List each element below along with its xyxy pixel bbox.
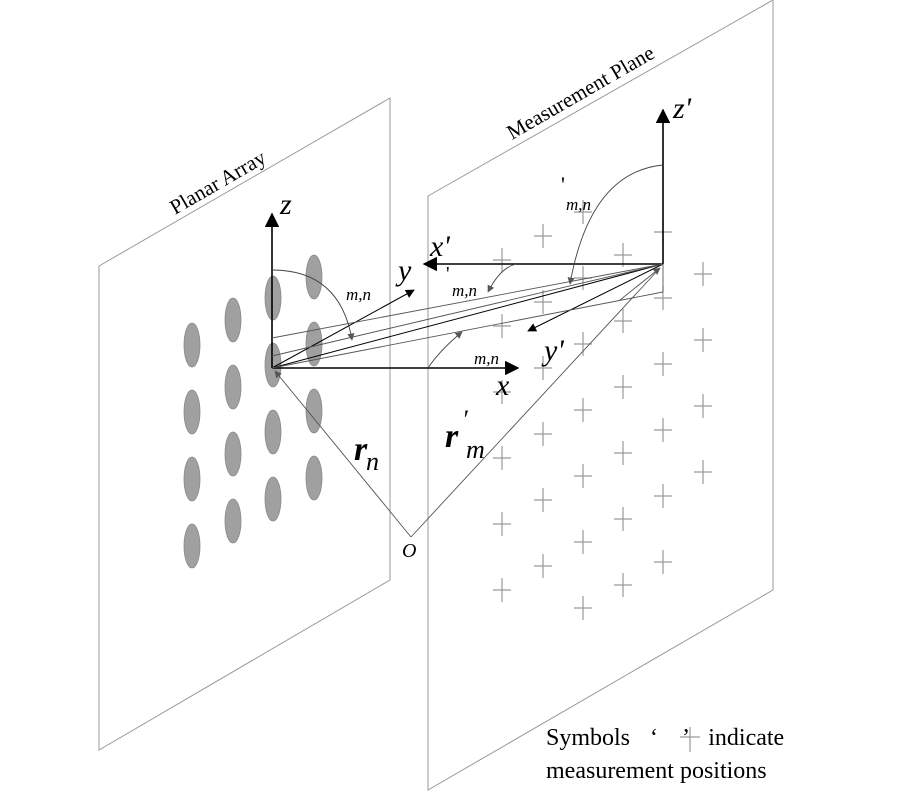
measurement-cross	[614, 441, 632, 465]
vector-rm-prime	[410, 267, 661, 538]
vector-rm-subscript: m	[466, 435, 485, 464]
measurement-cross	[574, 464, 592, 488]
planar-array-label: Planar Array	[166, 145, 271, 219]
measurement-cross	[694, 394, 712, 418]
measurement-cross	[493, 380, 511, 404]
y-prime-axis-label: y'	[541, 334, 564, 367]
array-element	[183, 523, 201, 569]
alpha-label: m,n	[474, 349, 499, 368]
parallel-line-lower	[271, 291, 664, 369]
caption-cross-icon	[680, 727, 700, 752]
vector-rn	[274, 370, 412, 538]
measurement-cross	[654, 352, 672, 376]
parallel-line-upper	[271, 263, 664, 339]
theta-angle-arc	[271, 269, 355, 341]
array-element	[183, 322, 201, 368]
array-element	[305, 254, 323, 300]
array-elements	[183, 254, 323, 569]
measurement-cross	[574, 530, 592, 554]
measurement-cross	[493, 314, 511, 338]
measurement-cross	[574, 200, 592, 224]
vector-rm-prime-mark: ′	[462, 405, 468, 434]
theta-prime-mark: '	[561, 172, 565, 197]
x-axis-label: x	[495, 369, 510, 402]
caption-open-quote: ‘	[650, 725, 658, 751]
caption-line-1: Symbols ‘ ’ indicate	[546, 725, 784, 751]
measurement-cross	[534, 356, 552, 380]
phi-prime-angle-arc	[487, 263, 517, 293]
measurement-cross	[574, 332, 592, 356]
measurement-cross	[493, 578, 511, 602]
measurement-cross	[493, 512, 511, 536]
y-axis	[271, 289, 415, 369]
array-element	[305, 455, 323, 501]
array-element	[183, 456, 201, 502]
x-prime-axis-label: x'	[429, 230, 450, 263]
measurement-cross	[614, 507, 632, 531]
alpha-angle-arc	[427, 331, 463, 369]
array-element	[264, 342, 282, 388]
theta-prime-angle-arc	[567, 164, 664, 285]
measurement-cross	[614, 243, 632, 267]
caption-indicate-text: indicate	[708, 725, 784, 751]
theta-prime-label: m,n	[566, 195, 591, 214]
measurement-plane-label: Measurement Plane	[503, 40, 659, 144]
vector-rn-subscript: n	[366, 447, 379, 476]
origin-label: O	[402, 540, 416, 562]
array-element	[183, 389, 201, 435]
planar-array-plane	[98, 97, 391, 751]
measurement-cross	[694, 262, 712, 286]
measurement-cross	[574, 398, 592, 422]
phi-prime-label: m,n	[452, 281, 477, 300]
measurement-cross	[534, 422, 552, 446]
measurement-cross	[614, 309, 632, 333]
caption-line-2: measurement positions	[546, 758, 767, 784]
vector-rm-label: r	[445, 418, 459, 455]
measurement-cross	[614, 573, 632, 597]
y-prime-axis	[527, 263, 664, 332]
measurement-plane	[427, 0, 774, 791]
measurement-cross	[614, 375, 632, 399]
z-axis-label: z	[279, 188, 292, 221]
measurement-cross	[694, 328, 712, 352]
y-axis-label: y	[395, 254, 412, 287]
probe-to-element-line	[271, 263, 664, 357]
measurement-cross	[534, 554, 552, 578]
measurement-cross	[534, 224, 552, 248]
array-element	[224, 498, 242, 544]
z-prime-axis-label: z'	[672, 92, 692, 125]
measurement-cross	[493, 248, 511, 272]
measurement-cross	[534, 488, 552, 512]
array-element	[264, 275, 282, 321]
measurement-cross	[654, 484, 672, 508]
theta-label: m,n	[346, 285, 371, 304]
array-element	[224, 364, 242, 410]
vector-rn-label: r	[354, 431, 368, 468]
measurement-positions	[493, 200, 712, 620]
array-element	[224, 431, 242, 477]
measurement-cross	[694, 460, 712, 484]
measurement-cross	[534, 290, 552, 314]
array-element	[264, 409, 282, 455]
element-to-probe-line	[271, 263, 664, 369]
array-element	[224, 297, 242, 343]
measurement-cross	[574, 596, 592, 620]
array-element	[305, 388, 323, 434]
measurement-cross	[493, 446, 511, 470]
probe-arrow	[619, 267, 661, 301]
phi-prime-mark: '	[446, 263, 450, 285]
measurement-cross	[654, 550, 672, 574]
caption-symbols-text: Symbols	[546, 725, 630, 751]
measurement-cross	[654, 418, 672, 442]
caption-close-quote: ’	[682, 725, 688, 751]
array-element	[264, 476, 282, 522]
